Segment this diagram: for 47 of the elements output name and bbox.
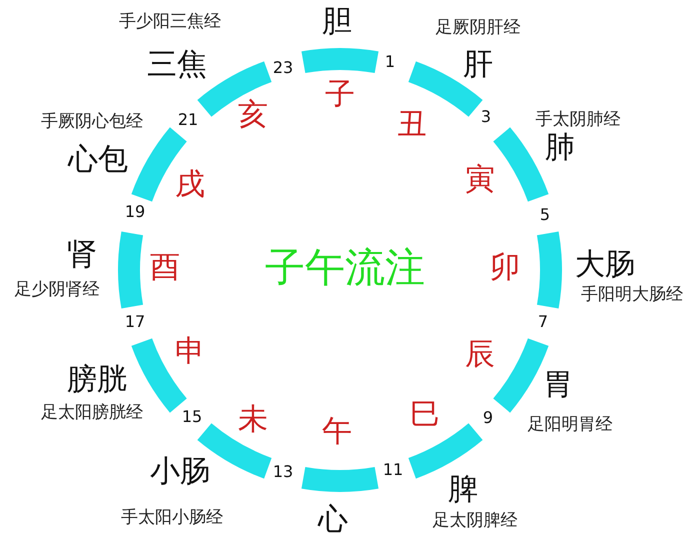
branch-character: 子 (325, 80, 355, 110)
organ-name: 脾 (448, 475, 478, 505)
organ-name: 小肠 (150, 457, 210, 487)
branch-character: 巳 (410, 400, 440, 430)
meridian-name: 足阳明胃经 (528, 416, 612, 434)
organ-name: 膀胱 (67, 365, 127, 395)
branch-character: 亥 (238, 100, 268, 130)
meridian-name: 足太阴脾经 (432, 512, 518, 530)
hour-number: 11 (382, 462, 404, 478)
hour-number: 5 (540, 207, 550, 223)
meridian-name: 手少阳三焦经 (119, 14, 221, 30)
organ-name: 心包 (68, 145, 128, 175)
organ-name: 三焦 (147, 50, 207, 80)
branch-character: 卯 (490, 253, 520, 283)
meridian-name: 手厥阴心包经 (41, 114, 143, 130)
organ-name: 大肠 (575, 250, 635, 280)
hour-number: 23 (272, 60, 294, 76)
meridian-name: 足少阴肾经 (14, 282, 100, 298)
hour-number: 1 (384, 54, 396, 70)
hour-number: 13 (272, 464, 294, 480)
organ-name: 肝 (463, 50, 493, 80)
branch-character: 午 (322, 417, 352, 447)
branch-character: 寅 (465, 165, 495, 195)
hour-number: 3 (480, 109, 492, 125)
hour-number: 9 (482, 410, 494, 426)
hour-number: 19 (124, 204, 146, 220)
meridian-name: 足太阳膀胱经 (41, 404, 143, 422)
branch-character: 未 (238, 405, 268, 435)
hour-number: 15 (182, 409, 202, 425)
organ-name: 肾 (67, 240, 97, 270)
title: 子午流注 (265, 248, 425, 288)
branch-character: 丑 (397, 110, 427, 140)
branch-character: 酉 (150, 253, 180, 283)
hour-number: 21 (178, 112, 198, 128)
meridian-name: 手阳明大肠经 (581, 286, 683, 304)
organ-name: 心 (318, 505, 348, 535)
branch-character: 辰 (465, 340, 495, 370)
branch-character: 申 (175, 337, 205, 367)
hour-number: 17 (124, 314, 146, 330)
meridian-name: 足厥阴肝经 (436, 20, 520, 36)
meridian-name: 手太阴肺经 (536, 112, 620, 128)
hour-number: 7 (538, 314, 548, 330)
meridian-name: 手太阳小肠经 (121, 510, 223, 526)
organ-name: 肺 (545, 133, 575, 163)
organ-name: 胃 (543, 370, 573, 400)
organ-name: 胆 (322, 7, 352, 37)
branch-character: 戌 (175, 170, 205, 200)
